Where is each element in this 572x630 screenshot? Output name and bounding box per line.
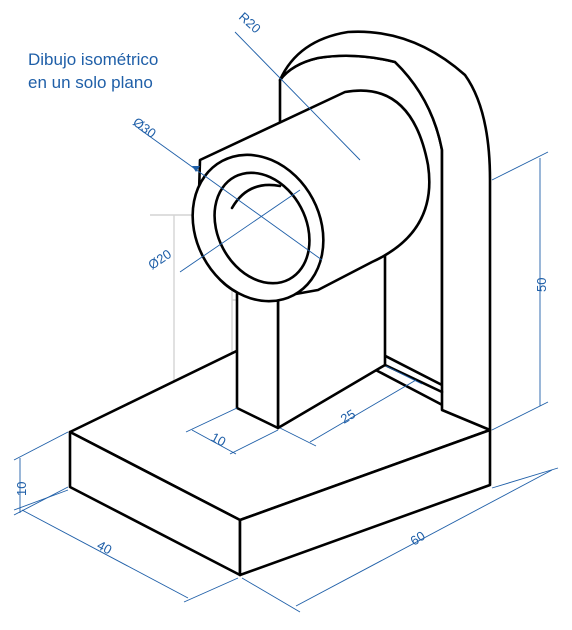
title-line-1: Dibujo isométrico xyxy=(28,50,159,69)
dim-inner-diameter-label: Ø20 xyxy=(145,246,174,272)
base-front-right-face xyxy=(238,428,492,577)
title-line-2: en un solo plano xyxy=(28,73,153,92)
base-inner-edge xyxy=(383,363,444,394)
dim-base-thickness: 10 xyxy=(13,431,69,516)
back-plate-side-face xyxy=(278,30,492,432)
dim-outer-diameter-label: Ø30 xyxy=(130,114,159,141)
dim-height-total-label: 50 xyxy=(534,278,549,292)
dim-base-depth-label: 40 xyxy=(95,537,115,557)
dim-radius-label: R20 xyxy=(236,9,264,36)
drawing-title: Dibujo isométrico en un solo plano xyxy=(28,48,158,94)
dim-base-depth: 40 xyxy=(13,489,239,603)
dim-web-width: 25 xyxy=(279,365,423,447)
dim-web-width-label: 25 xyxy=(338,406,358,426)
bore-depth-arc xyxy=(230,183,282,210)
web-front-face xyxy=(235,286,280,430)
dim-web-thickness-label: 10 xyxy=(209,429,229,449)
dim-base-length-label: 60 xyxy=(407,528,427,548)
dim-web-thickness: 10 xyxy=(185,407,279,455)
dim-height-total: 50 xyxy=(491,151,549,431)
dim-base-length: 60 xyxy=(241,467,559,613)
dim-base-thickness-label: 10 xyxy=(14,482,29,496)
